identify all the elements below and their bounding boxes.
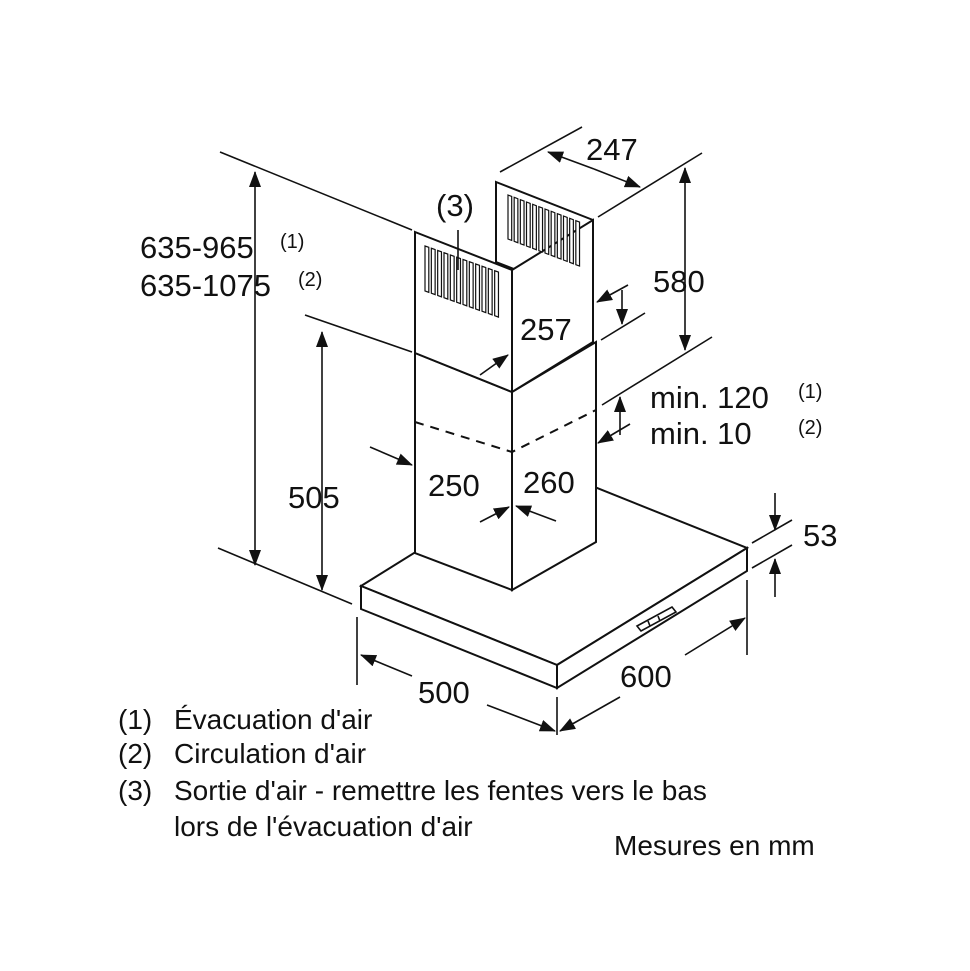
dim-hood-depth: 500 — [418, 675, 470, 710]
legend-num-3: (3) — [118, 775, 152, 806]
extension-lines — [217, 126, 793, 735]
grille-slat — [462, 258, 468, 307]
grille-slat — [550, 210, 556, 258]
dim-hood-width: 600 — [620, 659, 672, 694]
dim-height-total-2-note: (2) — [298, 269, 322, 291]
grille-slat — [494, 269, 500, 318]
legend-text-1: Évacuation d'air — [174, 704, 372, 735]
dimension-arrows — [249, 151, 781, 732]
grille-slat — [437, 249, 443, 298]
grille-slat — [544, 208, 550, 256]
dim-height-total-2: 635-1075 — [140, 268, 271, 303]
grille-slat — [519, 198, 525, 246]
dim-min-gap-1-note: (1) — [798, 381, 822, 403]
grille-slat — [443, 251, 449, 300]
grille-slat — [468, 260, 474, 309]
dim-min-gap-2: min. 10 — [650, 416, 752, 451]
dim-min-gap-1: min. 120 — [650, 380, 769, 415]
dim-lower-duct-width: 250 — [428, 468, 480, 503]
grille-slat — [507, 194, 513, 242]
grille-slat — [481, 265, 487, 314]
dim-upper-duct-height: 580 — [653, 264, 705, 299]
dim-min-gap-2-note: (2) — [798, 417, 822, 439]
legend-text-2: Circulation d'air — [174, 738, 366, 769]
grille-slat — [532, 203, 537, 251]
grille-slat — [430, 247, 436, 296]
legend-text-3: Sortie d'air - remettre les fentes vers … — [174, 775, 707, 806]
dim-height-total-1: 635-965 — [140, 230, 254, 265]
grille-slat — [475, 263, 481, 312]
air-outlet-grille-front-icon — [424, 245, 500, 318]
units-note: Mesures en mm — [614, 830, 815, 861]
dim-height-total-1-note: (1) — [280, 231, 304, 253]
hood-canopy — [358, 486, 750, 690]
grille-slat — [569, 217, 574, 265]
grille-slat — [562, 215, 568, 263]
dim-lower-duct-depth: 260 — [523, 465, 575, 500]
grille-slat — [449, 254, 455, 303]
control-panel-icon — [635, 605, 678, 633]
dim-hood-to-duct-height: 505 — [288, 480, 340, 515]
grille-slat — [575, 219, 581, 267]
grille-slat — [487, 267, 493, 316]
dim-upper-duct-width: 257 — [520, 312, 572, 347]
legend-num-1: (1) — [118, 704, 152, 735]
grille-slat — [424, 245, 430, 294]
air-outlet-grille-back-icon — [507, 194, 581, 267]
lower-duct — [414, 340, 597, 592]
dim-hood-thickness: 53 — [803, 518, 837, 553]
grille-slat — [538, 205, 544, 253]
legend-text-3-cont: lors de l'évacuation d'air — [174, 811, 473, 842]
grille-slat — [513, 196, 519, 244]
outlet-callout: (3) — [436, 188, 474, 223]
legend: (1) Évacuation d'air (2) Circulation d'a… — [118, 704, 707, 842]
legend-num-2: (2) — [118, 738, 152, 769]
grille-slat — [525, 201, 531, 249]
dim-upper-duct-depth: 247 — [586, 132, 638, 167]
grille-slat — [556, 212, 562, 260]
